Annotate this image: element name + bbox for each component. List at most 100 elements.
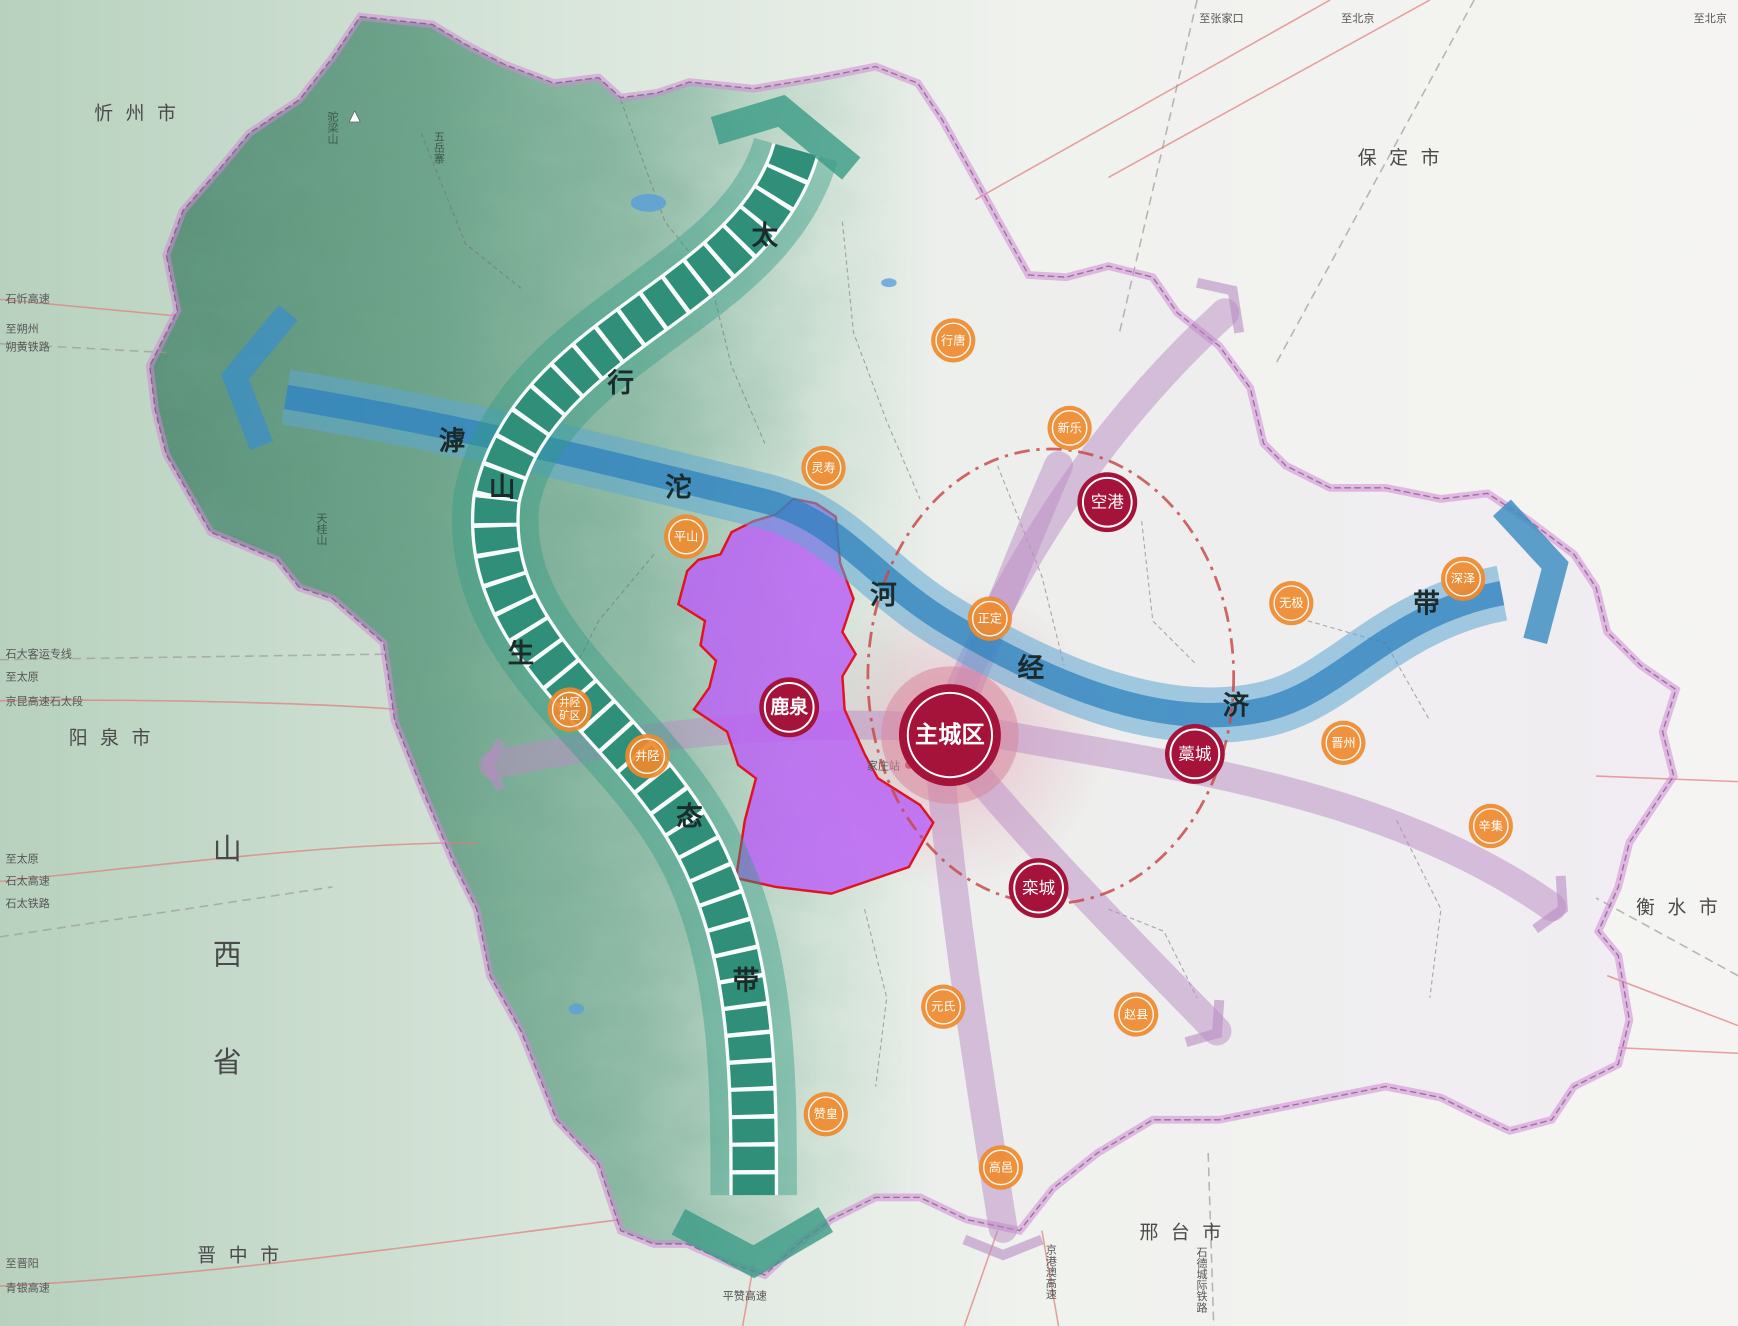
town-marker-icon — [978, 1145, 1024, 1190]
belt-char: 带 — [733, 966, 760, 997]
route-label: 石太高速 — [6, 874, 50, 888]
town-label: 高邑 — [989, 1159, 1013, 1174]
region-labels: 忻 州 市 保 定 市 阳 泉 市 山 西 省 晋 中 市 邢 台 市 衡 水 … — [69, 103, 1721, 1267]
town-label: 井陉 — [635, 749, 659, 763]
town-marker-icon — [931, 318, 976, 363]
town-marker-icon — [1440, 556, 1486, 601]
chevron-icon — [671, 1207, 834, 1279]
route-label: 石太铁路 — [6, 897, 50, 910]
chevron-icon — [1532, 875, 1569, 934]
landmarks: 驼梁山 五岳寨 天桂山 — [315, 110, 445, 546]
town-label: 晋州 — [1331, 736, 1355, 750]
center-label: 鹿泉 — [770, 695, 808, 718]
town-marker-icon — [803, 1092, 848, 1137]
town-label: 赞皇 — [814, 1107, 838, 1121]
town-marker-icon — [1321, 720, 1366, 765]
town-label: 辛集 — [1479, 818, 1503, 833]
town-node-gaoyi: 高邑 — [978, 1145, 1024, 1190]
center-label: 栾城 — [1022, 879, 1056, 898]
town-marker-icon — [625, 733, 670, 779]
center-marker-icon — [1008, 858, 1069, 918]
town-node-shenze: 深泽 — [1440, 556, 1486, 601]
landmark-label: 驼梁山 — [326, 110, 339, 145]
center-node-main: 主城区 — [881, 666, 1019, 804]
town-label: 矿区 — [559, 709, 580, 722]
region-label-jinzhong: 晋 中 市 — [197, 1245, 282, 1267]
town-node-yuanshi: 元氏 — [921, 984, 966, 1029]
county-boundaries — [420, 99, 1442, 1087]
economic-belt-label: 滹 沱 河 经 济 带 — [439, 426, 1440, 722]
region-label-baoding: 保 定 市 — [1358, 147, 1443, 169]
route-label: 至北京 — [1341, 11, 1374, 25]
route-label: 石忻高速 — [6, 292, 50, 306]
chevron-icon — [1196, 277, 1245, 334]
route-label: 朔黄铁路 — [6, 339, 50, 353]
taihang-ecology-belt — [452, 94, 861, 1279]
center-label: 主城区 — [915, 722, 985, 749]
center-marker-icon — [759, 677, 820, 738]
town-label: 井陉 — [559, 696, 581, 709]
chevron-icon — [962, 1234, 1044, 1261]
center-marker-icon — [898, 684, 1001, 787]
route-label: 石大客运专线 — [6, 646, 72, 660]
town-node-zanhuang: 赞皇 — [803, 1092, 848, 1137]
town-label: 行唐 — [941, 332, 965, 347]
route-labels: 石忻高速 至朔州 朔黄铁路 石大客运专线 至太原 京昆高速石太段 至太原 石太高… — [6, 11, 1727, 1313]
town-label: 无极 — [1279, 596, 1303, 610]
town-label: 赵县 — [1124, 1007, 1148, 1021]
landmark-label: 五岳寨 — [432, 131, 445, 164]
region-label-yangquan: 阳 泉 市 — [69, 727, 154, 749]
center-marker-icon — [1077, 472, 1138, 533]
belt-char: 沱 — [665, 472, 692, 503]
region-label-hengshui: 衡 水 市 — [1636, 897, 1721, 919]
town-node-zhengding: 正定 — [967, 596, 1012, 641]
town-label: 深泽 — [1451, 572, 1475, 586]
ecology-belt-label: 太 行 山 生 态 带 — [489, 221, 779, 997]
region-label-xingtai: 邢 台 市 — [1139, 1221, 1224, 1243]
route-label: 石德城际铁路 — [1195, 1246, 1208, 1313]
town-nodes: 行唐 新乐 灵寿 平山 正定 无极 深泽 晋州 — [547, 318, 1513, 1190]
route-label: 至朔州 — [6, 322, 39, 336]
belt-char: 带 — [1413, 589, 1440, 620]
town-node-xinle: 新乐 — [1047, 405, 1092, 451]
center-node-kongang: 空港 — [1077, 472, 1138, 533]
route-label: 至太原 — [6, 853, 39, 866]
town-marker-icon — [1468, 803, 1513, 849]
town-marker-icon — [967, 596, 1012, 641]
center-label: 藁城 — [1178, 744, 1212, 763]
center-node-gaocheng: 藁城 — [1164, 723, 1225, 784]
center-node-luquan: 鹿泉 — [759, 677, 820, 738]
town-marker-icon — [1113, 992, 1159, 1037]
route-label: 京昆高速石太段 — [6, 694, 84, 708]
triangle-icon — [348, 110, 361, 123]
belt-char: 态 — [676, 802, 703, 833]
town-marker-icon — [921, 984, 966, 1029]
province-label: 省 — [213, 1045, 242, 1079]
town-node-pingshan: 平山 — [663, 514, 709, 559]
town-label: 灵寿 — [811, 461, 835, 475]
chevron-icon — [1184, 999, 1225, 1047]
center-marker-icon — [1164, 723, 1225, 784]
center-nodes: 主城区 鹿泉 空港 藁城 栾城 — [759, 472, 1225, 918]
hutuo-economic-belt — [221, 304, 1569, 743]
town-node-jingxing: 井陉 — [625, 733, 670, 779]
town-node-xinji: 辛集 — [1468, 803, 1513, 849]
chevron-icon — [221, 304, 298, 451]
region-label-xinzhou: 忻 州 市 — [94, 103, 179, 125]
chevron-icon — [710, 94, 861, 180]
town-label: 元氏 — [931, 1000, 955, 1014]
lakes — [568, 194, 897, 1015]
route-label: 至张家口 — [1199, 11, 1243, 25]
center-node-luancheng: 栾城 — [1008, 858, 1069, 918]
town-marker-icon — [1047, 405, 1092, 451]
belt-char: 滹 — [439, 426, 466, 457]
route-label: 至晋阳 — [6, 1257, 39, 1270]
route-label: 至太原 — [6, 671, 39, 684]
province-label: 西 — [213, 938, 242, 972]
belt-char: 生 — [508, 639, 535, 670]
center-label: 空港 — [1091, 493, 1125, 512]
town-label: 正定 — [978, 611, 1002, 626]
route-label: 京港澳高速 — [1044, 1243, 1057, 1300]
town-marker-icon — [663, 514, 709, 559]
